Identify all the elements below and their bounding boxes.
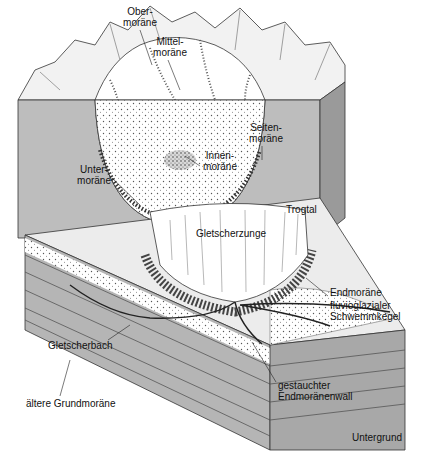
glacier-tongue [150,203,308,302]
label-text: Innen- moräne [198,150,242,172]
label-text: fluvioglazialer Schwemmkegel [330,300,418,322]
label-text: Unter- moräne [72,164,116,186]
sediment-layers-right [270,350,405,420]
label-text: Gletscherzunge [196,228,286,239]
crevasses [170,210,298,292]
label-text: Trogtal [286,204,346,215]
label-text: Ober- moräne [118,6,162,28]
label-text: Endmoräne [330,287,410,298]
label-text: Mittel- moräne [148,36,192,58]
mountain-range [18,6,345,100]
label-text: Seiten- moräne [244,122,288,144]
label-text: Gletscherbach [48,340,128,351]
label-text: Untergrund [352,432,416,443]
label-text: gestauchter Endmoränenwall [278,380,378,402]
label-text: ältere Grundmoräne [26,398,146,409]
